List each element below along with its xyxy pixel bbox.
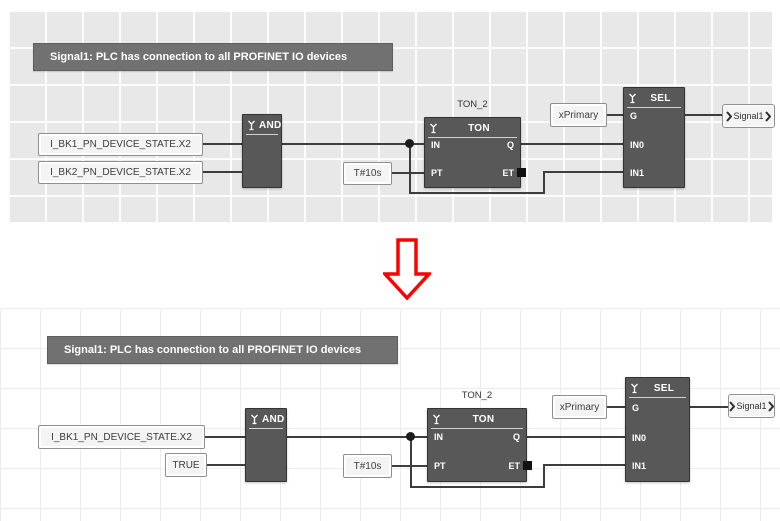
output-connector-label: Signal1: [733, 111, 764, 121]
wire-junction-dot: [406, 432, 415, 441]
and-block-title: AND: [259, 119, 282, 131]
wire: [543, 465, 545, 487]
et-output-marker-top: [517, 168, 526, 177]
chevron-right-icon: [764, 110, 771, 122]
ton-block-title: TON: [472, 413, 495, 425]
ton-pin-pt[interactable]: PT: [434, 461, 446, 471]
wire: [607, 114, 623, 116]
sel-block-bottom[interactable]: SEL G IN0 IN1: [625, 377, 690, 482]
fbd-box-icon: [630, 383, 639, 394]
wire: [543, 464, 625, 466]
comment-banner-top[interactable]: Signal1: PLC has connection to all PROFI…: [33, 43, 393, 71]
wire: [392, 465, 427, 467]
sel-block-top[interactable]: SEL G IN0 IN1: [623, 87, 685, 188]
wire: [543, 172, 545, 193]
wire: [409, 143, 411, 193]
wire: [527, 436, 625, 438]
ton-block-header: TON: [428, 120, 517, 138]
ton-block-title: TON: [468, 122, 490, 134]
ton-instance-label-top: TON_2: [457, 99, 488, 110]
wire: [392, 172, 424, 174]
ton-pin-et[interactable]: ET: [502, 168, 514, 178]
fbd-box-icon: [628, 93, 637, 104]
ton-pin-q[interactable]: Q: [506, 140, 514, 150]
operand-input2-top[interactable]: I_BK2_PN_DEVICE_STATE.X2: [38, 161, 203, 184]
operand-xprimary-top[interactable]: xPrimary: [550, 103, 607, 127]
wire: [690, 406, 728, 408]
wire: [410, 486, 545, 488]
and-block-bottom[interactable]: AND: [245, 408, 287, 482]
output-connector-bottom[interactable]: Signal1: [728, 394, 775, 418]
operand-pt-value-top[interactable]: T#10s: [343, 162, 392, 185]
wire: [282, 143, 424, 145]
and-block-top[interactable]: AND: [242, 114, 282, 188]
sel-block-title: SEL: [650, 92, 671, 104]
sel-pin-g[interactable]: G: [632, 403, 640, 413]
ton-pin-in[interactable]: IN: [434, 432, 443, 442]
sel-pin-g[interactable]: G: [630, 111, 638, 121]
chevron-right-icon: [729, 400, 736, 412]
fbd-box-icon: [250, 414, 259, 425]
wire: [409, 192, 545, 194]
sel-block-header: SEL: [627, 90, 681, 108]
output-connector-top[interactable]: Signal1: [722, 104, 775, 128]
chevron-right-icon: [726, 110, 733, 122]
fbd-box-icon: [429, 123, 438, 134]
comment-banner-bottom[interactable]: Signal1: PLC has connection to all PROFI…: [47, 336, 398, 364]
and-block-header: AND: [249, 411, 285, 429]
operand-pt-value-bottom[interactable]: T#10s: [343, 454, 392, 478]
wire: [207, 464, 245, 466]
and-block-header: AND: [246, 117, 281, 135]
sel-pin-in1[interactable]: IN1: [630, 168, 645, 178]
ton-pin-in[interactable]: IN: [431, 140, 440, 150]
ton-block-header: TON: [431, 411, 523, 429]
ton-pin-et[interactable]: ET: [508, 461, 520, 471]
chevron-right-icon: [767, 400, 774, 412]
wire: [203, 143, 242, 145]
output-connector-label: Signal1: [736, 401, 767, 411]
ton-block-bottom[interactable]: TON IN PT Q ET: [427, 408, 527, 482]
sel-block-title: SEL: [653, 382, 675, 394]
wire: [203, 171, 242, 173]
wire: [521, 143, 623, 145]
fbd-box-icon: [432, 414, 441, 425]
ton-pin-q[interactable]: Q: [512, 432, 520, 442]
wire: [543, 171, 623, 173]
sel-pin-in0[interactable]: IN0: [630, 140, 645, 150]
and-block-title: AND: [262, 413, 285, 425]
wire: [205, 436, 245, 438]
sel-pin-in1[interactable]: IN1: [632, 461, 647, 471]
fbd-box-icon: [247, 120, 256, 131]
wire: [685, 114, 722, 116]
wire: [287, 436, 427, 438]
transform-arrow-icon: [383, 238, 431, 300]
wire: [410, 436, 412, 488]
sel-block-header: SEL: [629, 380, 686, 398]
ton-instance-label-bottom: TON_2: [461, 390, 493, 401]
wire-junction-dot: [405, 139, 414, 148]
sel-pin-in0[interactable]: IN0: [632, 433, 647, 443]
operand-input1-top[interactable]: I_BK1_PN_DEVICE_STATE.X2: [38, 133, 203, 156]
et-output-marker-bottom: [523, 461, 532, 470]
operand-input2-bottom[interactable]: TRUE: [165, 453, 207, 477]
operand-input1-bottom[interactable]: I_BK1_PN_DEVICE_STATE.X2: [38, 425, 205, 449]
ton-block-top[interactable]: TON IN PT Q ET: [424, 117, 521, 188]
ton-pin-pt[interactable]: PT: [431, 168, 443, 178]
operand-xprimary-bottom[interactable]: xPrimary: [552, 395, 607, 419]
wire: [607, 406, 625, 408]
